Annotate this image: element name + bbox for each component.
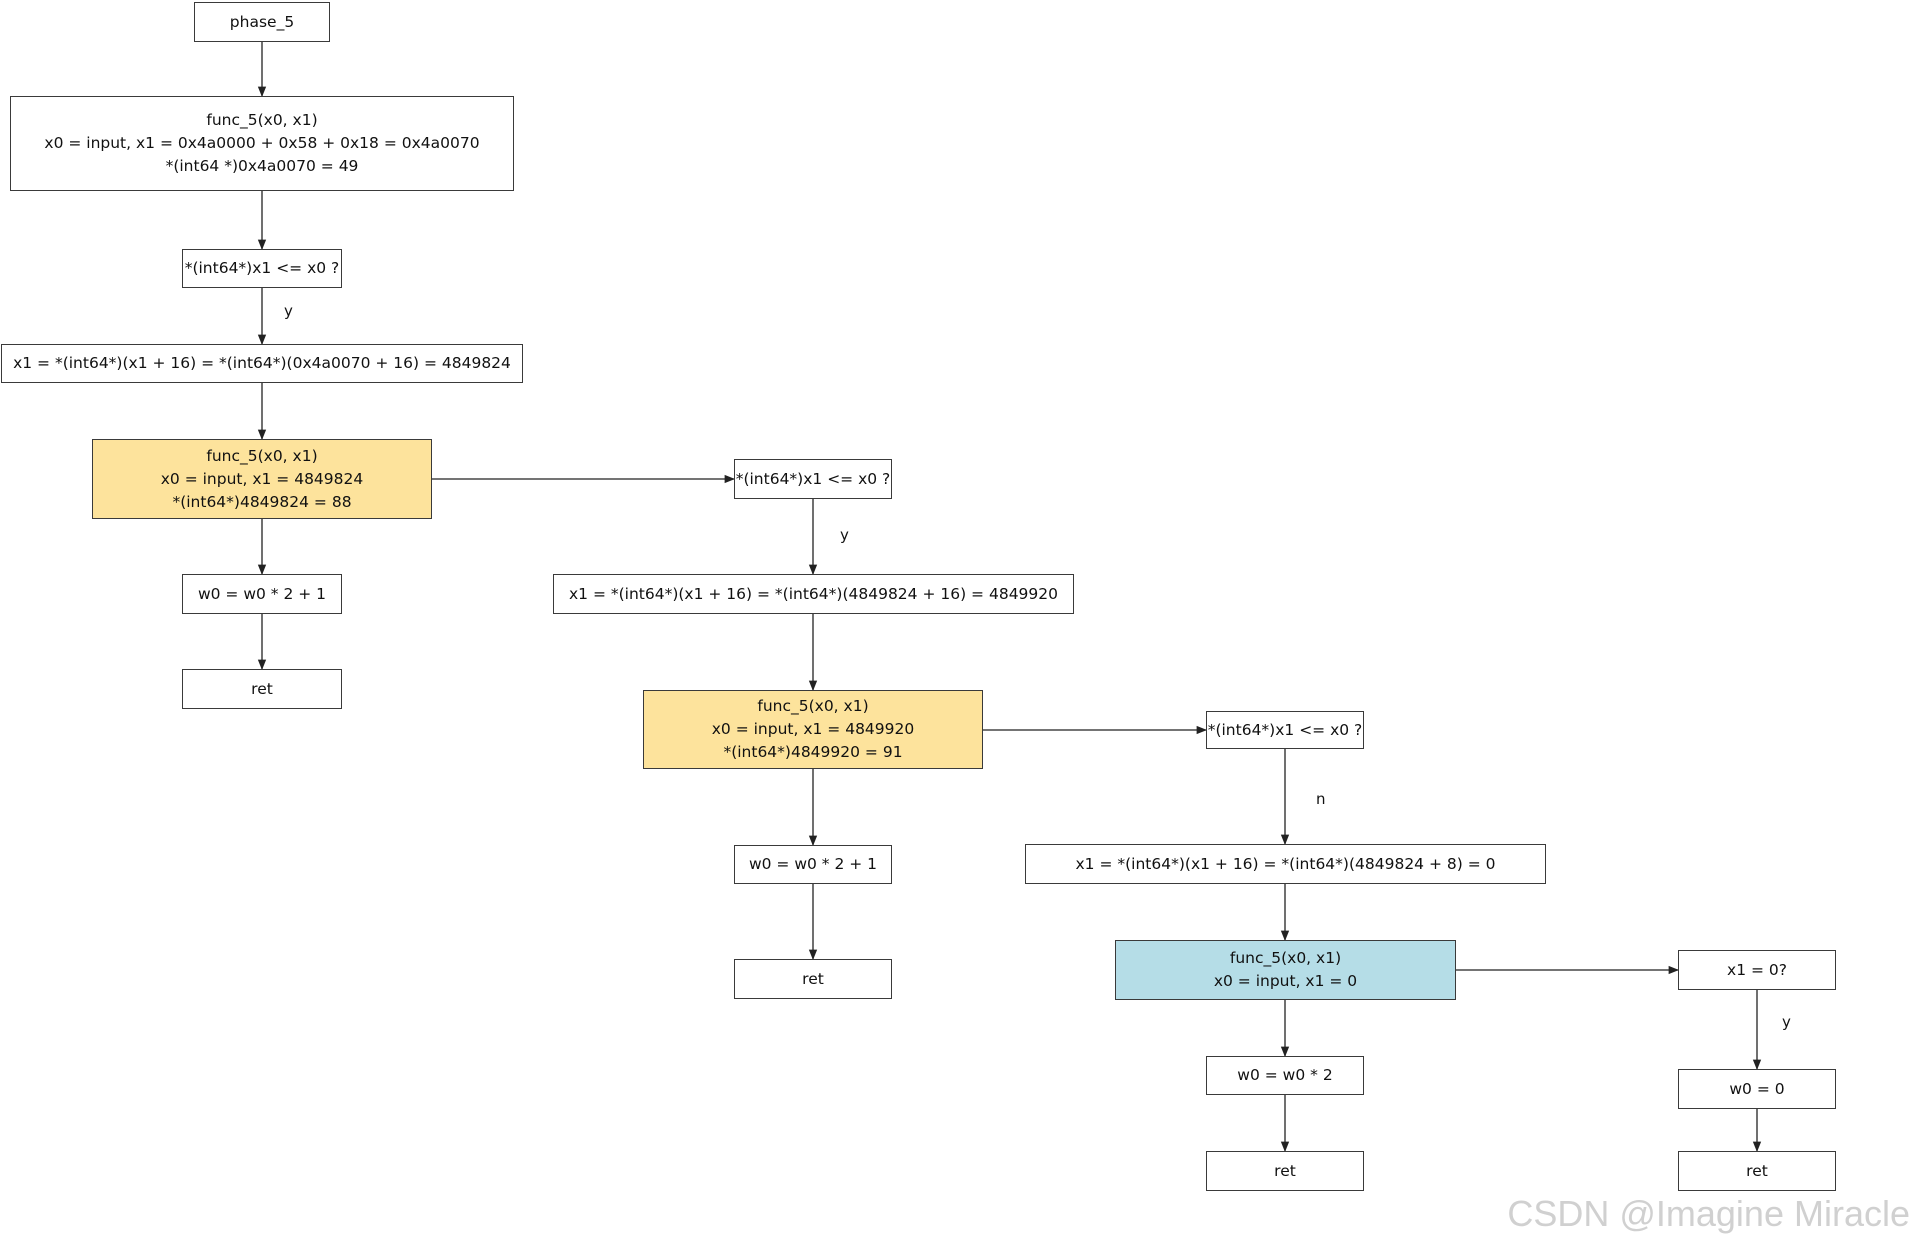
node-text-line: w0 = w0 * 2 + 1 xyxy=(197,584,327,603)
node-text-line: x1 = *(int64*)(x1 + 16) = *(int64*)(0x4a… xyxy=(13,354,511,372)
node-text-line: func_5(x0, x1) xyxy=(206,111,318,129)
node-text-line: w0 = w0 * 2 + 1 xyxy=(748,855,878,873)
node-text-line: w0 = 0 xyxy=(1729,1079,1785,1098)
node-text-line: x0 = input, x1 = 4849920 xyxy=(711,720,915,738)
node-compare-2: *(int64*)x1 <= x0 ? xyxy=(734,459,892,499)
edge-label-compare-1-yes: y xyxy=(284,302,293,320)
node-text-line: x0 = input, x1 = 0x4a0000 + 0x58 + 0x18 … xyxy=(44,134,480,152)
edge-label-compare-2-yes: y xyxy=(840,526,849,544)
node-text-line: *(int64*)4849824 = 88 xyxy=(172,492,352,511)
node-phase5: phase_5 xyxy=(194,2,330,42)
node-assign-2: x1 = *(int64*)(x1 + 16) = *(int64*)(4849… xyxy=(553,574,1074,614)
node-text-line: w0 = w0 * 2 xyxy=(1237,1066,1333,1084)
node-text-line: func_5(x0, x1) xyxy=(757,697,869,715)
node-w0-update-3: w0 = w0 * 2 + 1 xyxy=(734,845,892,884)
node-assign-1: x1 = *(int64*)(x1 + 16) = *(int64*)(0x4a… xyxy=(1,344,523,383)
node-text-line: func_5(x0, x1) xyxy=(1229,949,1342,967)
node-text-line: func_5(x0, x1) xyxy=(206,446,318,465)
node-text-line: ret xyxy=(802,969,824,988)
node-func-call-2: func_5(x0, x1) x0 = input, x1 = 4849824 *(… xyxy=(92,439,432,519)
node-w0-update-4: w0 = w0 * 2 xyxy=(1206,1056,1364,1095)
edge-label-compare-3-no: n xyxy=(1316,790,1326,808)
node-text-line: ret xyxy=(251,679,273,698)
node-w0-update-5: w0 = 0 xyxy=(1678,1069,1836,1109)
node-func-call-3: func_5(x0, x1) x0 = input, x1 = 4849920 *(… xyxy=(643,690,983,769)
node-text-line: *(int64*)x1 <= x0 ? xyxy=(184,259,340,277)
node-assign-3: x1 = *(int64*)(x1 + 16) = *(int64*)(4849… xyxy=(1025,844,1546,884)
node-func-call-4: func_5(x0, x1) x0 = input, x1 = 0 xyxy=(1115,940,1456,1000)
node-text-line: phase_5 xyxy=(229,12,295,31)
node-text-line: x0 = input, x1 = 4849824 xyxy=(160,469,364,488)
node-w0-update-2: w0 = w0 * 2 + 1 xyxy=(182,574,342,614)
node-text-line: *(int64*)4849920 = 91 xyxy=(723,743,903,761)
node-text-line: x1 = *(int64*)(x1 + 16) = *(int64*)(4849… xyxy=(1075,854,1496,873)
node-return-5: ret xyxy=(1678,1151,1836,1191)
node-text-line: x1 = *(int64*)(x1 + 16) = *(int64*)(4849… xyxy=(568,584,1059,603)
node-text-line: *(int64 *)0x4a0070 = 49 xyxy=(165,157,359,175)
node-text-line: x0 = input, x1 = 0 xyxy=(1213,972,1358,990)
node-return-4: ret xyxy=(1206,1151,1364,1191)
node-text-line: *(int64*)x1 <= x0 ? xyxy=(1207,720,1363,739)
node-text-line: ret xyxy=(1746,1161,1768,1180)
node-func-root: func_5(x0, x1) x0 = input, x1 = 0x4a0000 … xyxy=(10,96,514,191)
watermark: CSDN @Imagine Miracle xyxy=(1507,1193,1910,1234)
node-text-line: ret xyxy=(1274,1161,1296,1180)
node-compare-4: x1 = 0? xyxy=(1678,950,1836,990)
node-compare-3: *(int64*)x1 <= x0 ? xyxy=(1206,711,1364,749)
node-return-2: ret xyxy=(182,669,342,709)
node-text-line: *(int64*)x1 <= x0 ? xyxy=(735,469,891,488)
node-compare-1: *(int64*)x1 <= x0 ? xyxy=(182,249,342,288)
edge-label-compare-4-yes: y xyxy=(1782,1013,1791,1031)
node-return-3: ret xyxy=(734,959,892,999)
node-text-line: x1 = 0? xyxy=(1727,960,1787,979)
